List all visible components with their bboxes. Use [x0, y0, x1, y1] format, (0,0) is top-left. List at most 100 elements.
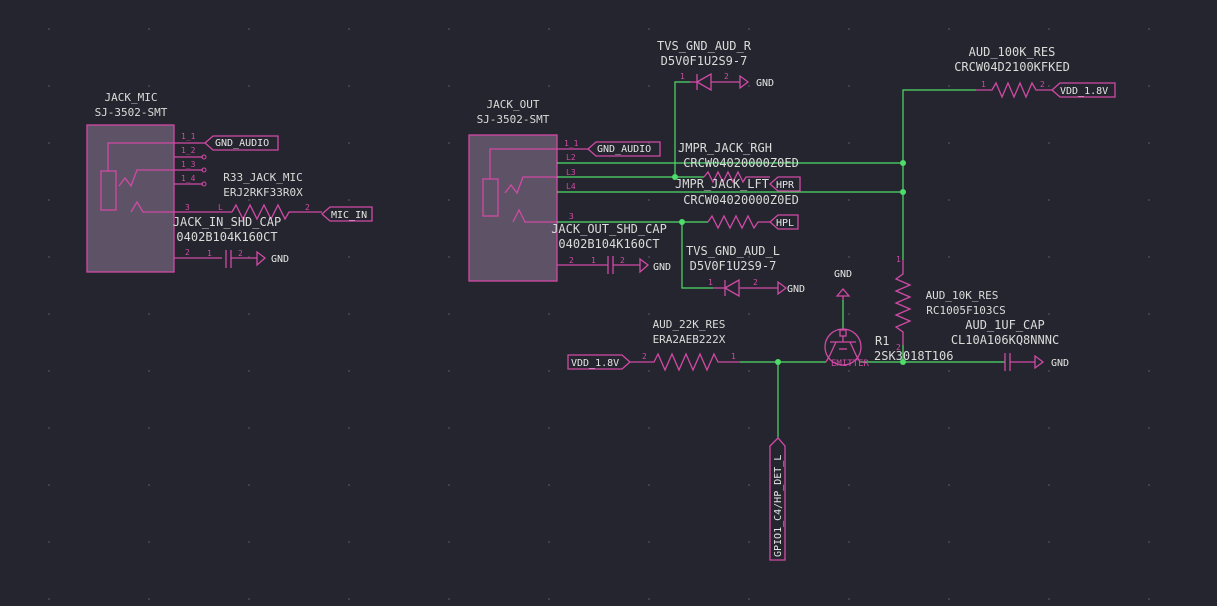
net-label-hpr-text: HPR: [776, 180, 795, 191]
grid-dot: [148, 598, 150, 600]
aud-100k-pin-2: 2: [1040, 80, 1045, 89]
grid-dot: [1048, 370, 1050, 372]
grid-dot: [148, 427, 150, 429]
net-label-hpl[interactable]: [769, 214, 799, 230]
grid-dot: [348, 256, 350, 258]
grid-dot: [548, 370, 550, 372]
grid-dot: [48, 484, 50, 486]
grid-dot: [748, 541, 750, 543]
aud-10k-ref: AUD_10K_RES: [926, 289, 999, 302]
grid-dot: [1148, 199, 1150, 201]
aud-22k-value: ERA2AEB222X: [653, 333, 726, 346]
net-label-gnd-audio-mic[interactable]: [204, 135, 279, 151]
aud-100k-value: CRCW04D2100KFKED: [954, 60, 1070, 74]
jack-out-symbol[interactable]: JACK_OUT SJ-3502-SMT 1_1 L2 L3 L4 3 2 GN…: [468, 98, 661, 282]
jack-mic-ring-contact: [130, 200, 174, 213]
tvs-l-value: D5V0F1U2S9-7: [690, 259, 777, 273]
grid-dot: [1148, 256, 1150, 258]
jack-mic-pin-1-2: 1_2: [181, 146, 196, 155]
grid-dot: [148, 85, 150, 87]
jack-mic-pin-3: 3: [185, 203, 190, 212]
grid-dot: [848, 313, 850, 315]
grid-dot: [948, 370, 950, 372]
grid-dot: [348, 370, 350, 372]
tvs-l-ref: TVS_GND_AUD_L: [686, 244, 780, 258]
aud-100k-resistor[interactable]: AUD_100K_RES CRCW04D2100KFKED 1 2 VDD_1.…: [954, 45, 1116, 99]
aud-22k-resistor[interactable]: AUD_22K_RES ERA2AEB222X VDD_1.8V 2 1: [567, 318, 740, 372]
grid-dot: [748, 598, 750, 600]
grid-dot: [348, 484, 350, 486]
jmpr-lft-ref: JMPR_JACK_LFT: [675, 177, 769, 191]
grid-dot: [248, 28, 250, 30]
aud-1uf-cap[interactable]: AUD_1UF_CAP CL10A106KQ8NNNC GND: [951, 318, 1069, 371]
grid-dot: [548, 541, 550, 543]
aud-22k-pin-1: 1: [731, 352, 736, 361]
grid-dot: [648, 370, 650, 372]
grid-dot: [248, 427, 250, 429]
grid-dot: [448, 541, 450, 543]
grid-dot: [448, 598, 450, 600]
net-label-vdd-100k-text: VDD_1.8V: [1060, 86, 1108, 97]
aud-100k-ref: AUD_100K_RES: [969, 45, 1056, 59]
jack-in-cap-pin-2: 2: [238, 249, 243, 258]
net-label-vdd-100k[interactable]: [1051, 82, 1116, 98]
grid-dot: [48, 370, 50, 372]
aud-1uf-value: CL10A106KQ8NNNC: [951, 333, 1059, 347]
jmpr-jack-lft[interactable]: JMPR_JACK_LFT CRCW04020000Z0ED HPL: [675, 177, 799, 230]
aud-10k-pin-1: 1: [896, 255, 901, 264]
tvs-r-pin-2: 2: [724, 72, 729, 81]
grid-dot: [148, 28, 150, 30]
tvs-gnd-aud-l-diode[interactable]: TVS_GND_AUD_L D5V0F1U2S9-7 1 2 GND: [686, 244, 805, 298]
grid-dot: [748, 85, 750, 87]
jmpr-jack-rgh[interactable]: JMPR_JACK_RGH CRCW04020000Z0ED HPR: [678, 141, 801, 192]
jack-out-pin-l2: L2: [566, 153, 576, 162]
grid-dot: [348, 28, 350, 30]
aud-100k-pin-1: 1: [981, 80, 986, 89]
grid-dot: [848, 28, 850, 30]
jack-out-value: SJ-3502-SMT: [477, 113, 550, 126]
jack-out-shd-cap[interactable]: JACK_OUT_SHD_CAP 0402B104K160CT 1 2 GND: [551, 222, 671, 274]
grid-dot: [648, 199, 650, 201]
grid-dot: [648, 541, 650, 543]
tvs-r-ref: TVS_GND_AUD_R: [657, 39, 752, 53]
jack-out-pin-2: 2: [569, 256, 574, 265]
grid-dot: [848, 370, 850, 372]
net-label-hpr[interactable]: [769, 176, 801, 192]
grid-dot: [948, 313, 950, 315]
grid-dot: [1148, 142, 1150, 144]
jack-mic-symbol[interactable]: JACK_MIC SJ-3502-SMT 1_1 1_2 1_3 1_4 3 2…: [86, 91, 279, 273]
grid-dot: [848, 256, 850, 258]
grid-dot: [648, 256, 650, 258]
grid-dot: [548, 598, 550, 600]
jack-mic-pin-1-1: 1_1: [181, 132, 196, 141]
grid-dot: [48, 541, 50, 543]
grid-dot: [48, 313, 50, 315]
net-label-gpio[interactable]: GPIO1_C4/HP_DET_L: [769, 437, 786, 561]
jack-out-ref: JACK_OUT: [487, 98, 540, 111]
net-label-gnd-audio-out[interactable]: [587, 141, 661, 157]
grid-dots: [48, 28, 1150, 600]
grid-dot: [248, 142, 250, 144]
r33-jack-mic-resistor[interactable]: R33_JACK_MIC ERJ2RKF33R0X 2 MIC_IN: [223, 171, 373, 222]
net-label-vdd-22k[interactable]: [567, 354, 631, 370]
grid-dot: [48, 256, 50, 258]
tvs-gnd-aud-r-diode[interactable]: TVS_GND_AUD_R D5V0F1U2S9-7 1 2 GND: [657, 39, 774, 92]
net-label-gnd-audio-mic-text: GND_AUDIO: [215, 138, 269, 149]
junction-dots: [672, 160, 906, 365]
grid-dot: [448, 313, 450, 315]
gnd-label-1uf: GND: [1051, 358, 1069, 369]
aud-10k-resistor[interactable]: AUD_10K_RES RC1005F103CS 1 2: [894, 255, 1006, 352]
grid-dot: [148, 541, 150, 543]
jack-in-shd-cap[interactable]: JACK_IN_SHD_CAP 0402B104K160CT 1 2 GND: [173, 215, 289, 268]
net-label-gpio-text: GPIO1_C4/HP_DET_L: [773, 455, 784, 557]
r1-transistor[interactable]: GND R1 2SK3018T106 EMITTER: [824, 269, 953, 369]
grid-dot: [748, 28, 750, 30]
grid-dot: [448, 28, 450, 30]
grid-dot: [48, 142, 50, 144]
grid-dot: [1148, 484, 1150, 486]
grid-dot: [548, 28, 550, 30]
grid-dot: [248, 484, 250, 486]
net-label-mic-in[interactable]: [321, 206, 373, 222]
jack-mic-ref: JACK_MIC: [105, 91, 158, 104]
